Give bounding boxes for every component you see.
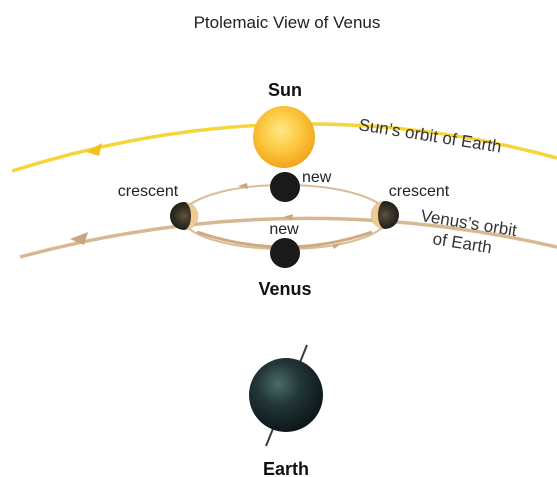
sun-label: Sun (268, 80, 302, 100)
venus-crescent-left-icon (168, 200, 200, 232)
epicycle-arrow-bottom (332, 243, 342, 249)
phase-label-new-top: new (302, 169, 332, 186)
venus-orbit-arrow (70, 232, 88, 245)
phase-label-crescent-right: crescent (389, 183, 450, 200)
venus-crescent-right-icon (369, 199, 401, 231)
sun-orbit-arrow (86, 143, 102, 156)
earth-label: Earth (263, 459, 309, 477)
earth-icon (249, 358, 323, 432)
diagram-title: Ptolemaic View of Venus (194, 13, 381, 32)
venus-new-bottom-icon (270, 238, 300, 268)
sun-orbit-label: Sun’s orbit of Earth (357, 115, 502, 156)
venus-new-top-icon (270, 172, 300, 202)
venus-label: Venus (258, 279, 311, 299)
epicycle-arrow-mid (283, 214, 293, 220)
sun-icon (253, 106, 315, 168)
phase-label-new-bottom: new (269, 221, 299, 238)
epicycle-arrow-top (238, 183, 248, 189)
phase-label-crescent-left: crescent (118, 183, 179, 200)
